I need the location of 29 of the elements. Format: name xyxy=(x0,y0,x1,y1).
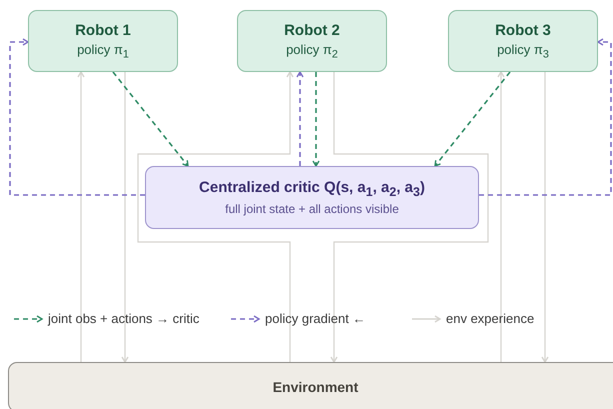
arrow xyxy=(312,72,320,167)
node-subtitle: policy π$_{1}$ xyxy=(77,42,129,60)
environment-box xyxy=(8,362,613,409)
node-title: Centralized critic Q(s, a$_{1}$, a$_{2}$, a$_{3}$) xyxy=(199,179,425,199)
arrow xyxy=(9,38,145,196)
node-title: Environment xyxy=(272,379,358,395)
arrow xyxy=(137,71,294,362)
arrow xyxy=(541,72,549,363)
node-subtitle: policy π$_{2}$ xyxy=(286,42,338,60)
arrow xyxy=(497,71,505,362)
node-subtitle: full joint state + all actions visible xyxy=(225,202,399,216)
node-title: Robot 3 xyxy=(495,22,551,39)
critic-box xyxy=(145,166,479,229)
arrow xyxy=(121,72,129,363)
arrow xyxy=(434,72,511,167)
legend-label: policy gradient ← xyxy=(265,311,366,326)
arrow xyxy=(479,38,612,196)
arrow xyxy=(330,72,489,363)
node-title: Robot 2 xyxy=(284,22,340,39)
arrow xyxy=(296,71,304,166)
arrow xyxy=(77,71,85,362)
node-title: Robot 1 xyxy=(75,22,131,39)
robot-box xyxy=(28,10,178,72)
robot-box xyxy=(237,10,387,72)
legend-label: joint obs + actions → critic xyxy=(48,311,200,326)
arrow xyxy=(112,72,189,167)
node-subtitle: policy π$_{3}$ xyxy=(497,42,549,60)
legend-label: env experience xyxy=(446,311,534,326)
robot-box xyxy=(448,10,598,72)
